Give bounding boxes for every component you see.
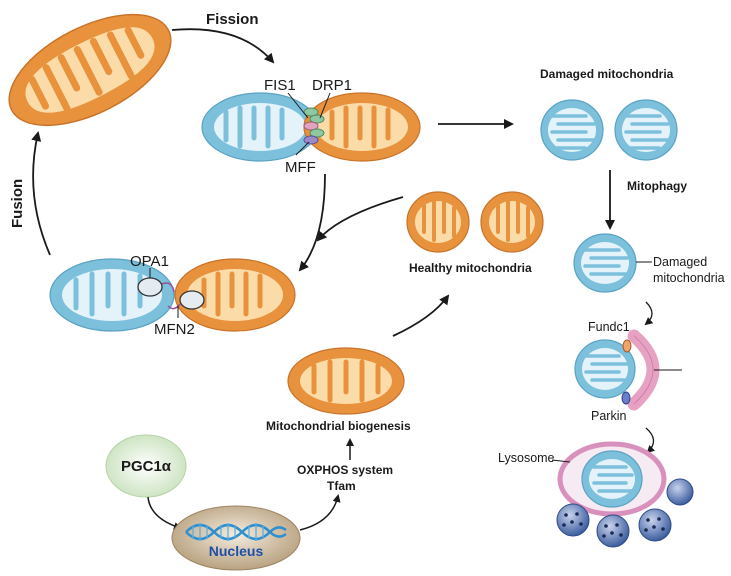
pgc1a-node [105, 434, 187, 498]
fission-mitochondrion-pair [201, 92, 421, 162]
fusion-label: Fusion [9, 179, 26, 228]
fission-arrow [171, 28, 275, 64]
nucleus-label: Nucleus [209, 543, 264, 559]
parkin-protein [621, 391, 631, 405]
damaged-label-line1: Damaged [653, 255, 707, 269]
mitophagy-label: Mitophagy [627, 179, 687, 193]
nucleus [171, 505, 301, 571]
fission-to-fusion-arrow [298, 173, 326, 272]
biogenesis-to-healthy-arrow [392, 294, 450, 337]
fusion-arrow [31, 131, 51, 256]
tfam-label: Tfam [327, 479, 356, 493]
mff-label: MFF [285, 159, 316, 176]
parkin-label: Parkin [591, 409, 626, 423]
opa1-label: OPA1 [130, 253, 169, 270]
fundc1-label: Fundc1 [588, 320, 630, 334]
drp1-label: DRP1 [312, 77, 352, 94]
biogenesis-mitochondrion [287, 347, 405, 415]
lysosome-vesicles [556, 478, 694, 548]
fusion-mitochondrion-pair [49, 258, 296, 332]
fundc1-protein [622, 339, 632, 353]
damaged-mitochondria-pair [540, 99, 678, 161]
mfn2-label: MFN2 [154, 321, 195, 338]
pgc1a-to-nucleus-arrow [147, 496, 182, 530]
phagophore-engulfing [574, 329, 682, 411]
drp1-ring-proteins [303, 107, 325, 145]
curved-arrow-2 [645, 427, 656, 454]
lysosome [557, 441, 667, 517]
healthy-mitochondria-pair [406, 191, 544, 253]
biogenesis-label: Mitochondrial biogenesis [266, 419, 411, 433]
pgc1a-label: PGC1α [121, 458, 172, 475]
healthy-to-fusion-arrow [316, 196, 404, 242]
oxphos-label: OXPHOS system [297, 463, 393, 477]
mfn2-protein [179, 290, 205, 310]
damaged-mitochondria-title: Damaged mitochondria [540, 67, 674, 81]
nucleus-to-oxphos-arrow [299, 494, 341, 531]
healthy-mitochondria-label: Healthy mitochondria [409, 261, 532, 275]
damaged-mitochondrion-single [573, 233, 637, 293]
curved-arrow-1 [644, 301, 654, 326]
dna-helix-icon [185, 523, 287, 541]
healthy-mitochondrion-large [8, 13, 172, 127]
lysosome-label: Lysosome [498, 451, 555, 465]
opa1-protein [137, 277, 163, 297]
fission-label: Fission [206, 11, 259, 28]
fis1-label: FIS1 [264, 77, 296, 94]
damaged-label-line2: mitochondria [653, 271, 725, 285]
